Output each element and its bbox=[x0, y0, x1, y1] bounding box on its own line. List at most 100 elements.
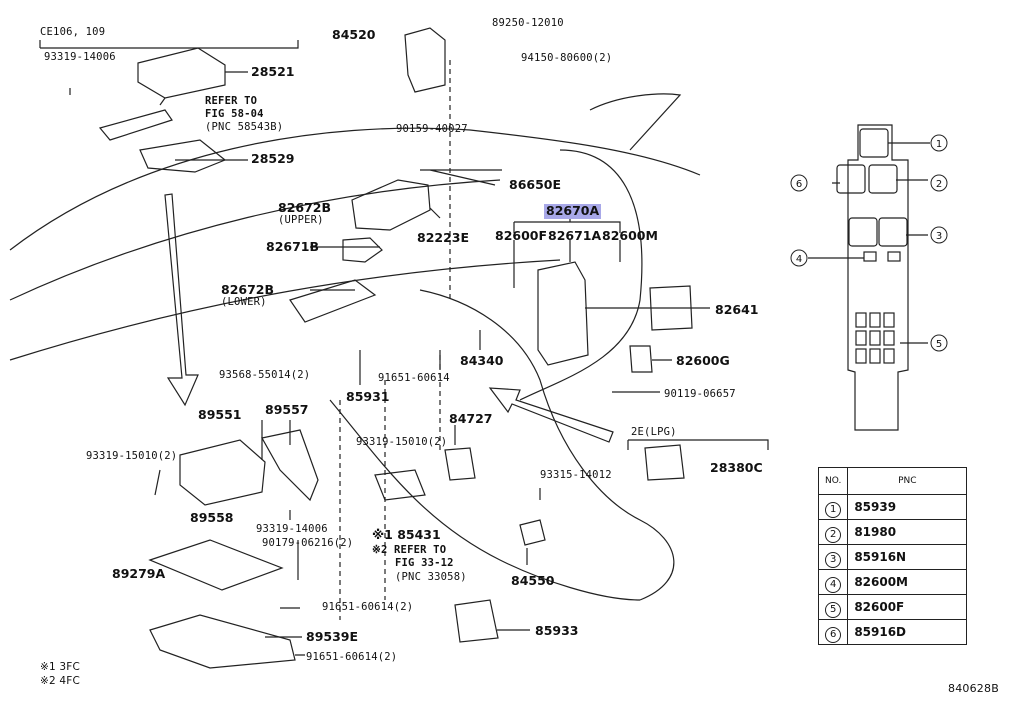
callout-89250-12010: 89250-12010 bbox=[492, 17, 564, 29]
dash-outline-low bbox=[9, 259, 561, 361]
table-row: 1 85939 bbox=[817, 494, 968, 520]
callout-91651-60614-a: 91651-60614(2) bbox=[322, 601, 414, 613]
col-pnc-header: PNC bbox=[847, 467, 968, 495]
windshield-line bbox=[589, 93, 682, 151]
col-no-header: NO. bbox=[817, 467, 849, 495]
callout-89279a: 89279A bbox=[112, 566, 166, 581]
callout-90119-06657: 90119-06657 bbox=[664, 388, 736, 400]
callout-28521: 28521 bbox=[251, 64, 295, 79]
callout-84520: 84520 bbox=[332, 27, 376, 42]
label-2e-lpg: 2E(LPG) bbox=[631, 426, 677, 438]
row-pnc: 81980 bbox=[847, 519, 968, 545]
dash-outline-top bbox=[9, 127, 701, 251]
part-89539e-sketch bbox=[149, 614, 296, 669]
callout-93319-14006-bottom: 93319-14006 bbox=[256, 523, 328, 535]
callout-85431: ※1 85431 bbox=[372, 527, 441, 542]
relay-block-outline bbox=[847, 124, 909, 431]
row-no: 3 bbox=[825, 551, 842, 568]
marker-6: 6 bbox=[796, 179, 802, 190]
flow-arrow-right bbox=[488, 387, 614, 443]
relay-3b bbox=[878, 217, 908, 247]
fuse-grid bbox=[855, 312, 895, 364]
pnc-table: NO. PNC 1 85939 2 81980 3 85916N 4 82600… bbox=[817, 467, 968, 645]
part-85431-sketch bbox=[374, 469, 426, 501]
row-pnc: 82600M bbox=[847, 569, 968, 595]
row-pnc: 82600F bbox=[847, 594, 968, 620]
relay-1 bbox=[859, 128, 889, 158]
callout-82223e: 82223E bbox=[417, 230, 470, 245]
dash-outline-mid bbox=[9, 179, 501, 301]
callout-85933: 85933 bbox=[535, 623, 579, 638]
label-lower: (LOWER) bbox=[221, 296, 267, 308]
row-no: 5 bbox=[825, 601, 842, 618]
pnc-table-header: NO. PNC bbox=[817, 467, 968, 495]
lpg-bracket bbox=[627, 439, 769, 450]
row-pnc: 85916N bbox=[847, 544, 968, 570]
callout-82600m: 82600M bbox=[602, 228, 658, 243]
relay-4b bbox=[887, 251, 901, 262]
row-no: 1 bbox=[825, 501, 842, 518]
callout-28380c: 28380C bbox=[710, 460, 763, 475]
refer-pnc-label-2: (PNC 33058) bbox=[395, 571, 467, 583]
figure-id: 840628B bbox=[948, 682, 999, 695]
footnote-2: ※2 4FC bbox=[40, 675, 81, 687]
callout-91651-60614-mid: 91651-60614 bbox=[378, 372, 450, 384]
relay-6 bbox=[836, 164, 866, 194]
marker-1: 1 bbox=[936, 139, 942, 150]
marker-6-circle bbox=[790, 174, 808, 192]
part-84520-sketch bbox=[404, 27, 446, 93]
callout-93319-15010-right: 93319-15010(2) bbox=[356, 436, 448, 448]
glovebox-line bbox=[519, 149, 643, 401]
part-28521-sketch bbox=[137, 47, 226, 99]
callout-89557: 89557 bbox=[265, 402, 309, 417]
table-row: 4 82600M bbox=[817, 569, 968, 595]
relay-2 bbox=[868, 164, 898, 194]
part-82672-lower-sketch bbox=[289, 279, 377, 323]
row-no: 4 bbox=[825, 576, 842, 593]
refer-pnc-label: (PNC 58543B) bbox=[205, 121, 284, 133]
table-row: 2 81980 bbox=[817, 519, 968, 545]
callout-91651-60614-b: 91651-60614(2) bbox=[306, 651, 398, 663]
table-row: 3 85916N bbox=[817, 544, 968, 570]
callout-82670a: 82670A bbox=[544, 203, 602, 219]
refer-to-label: REFER TO bbox=[205, 95, 258, 107]
vehicle-code-label: CE106, 109 bbox=[40, 26, 106, 38]
callout-84727: 84727 bbox=[449, 411, 493, 426]
part-89551-sketch bbox=[179, 439, 266, 506]
callout-85931: 85931 bbox=[346, 389, 390, 404]
callout-90179-06216: 90179-06216(2) bbox=[262, 537, 354, 549]
marker-3: 3 bbox=[936, 231, 942, 242]
refer-fig-label: FIG 58-04 bbox=[205, 108, 264, 120]
part-84550-sketch bbox=[519, 519, 546, 546]
callout-82672b-lower: 82672B bbox=[221, 282, 275, 297]
flow-arrow-left bbox=[164, 193, 199, 407]
label-upper: (UPPER) bbox=[278, 214, 324, 226]
part-85933-sketch bbox=[454, 599, 499, 643]
relay-3a bbox=[848, 217, 878, 247]
callout-82671a: 82671A bbox=[548, 228, 602, 243]
dashed-guides bbox=[339, 60, 451, 620]
table-row: 5 82600F bbox=[817, 594, 968, 620]
marker-1-circle bbox=[930, 134, 948, 152]
marker-3-circle bbox=[930, 226, 948, 244]
callout-28529: 28529 bbox=[251, 151, 295, 166]
part-28529-sketch bbox=[139, 139, 227, 173]
callout-84340: 84340 bbox=[460, 353, 504, 368]
callout-89551: 89551 bbox=[198, 407, 242, 422]
footnote-1: ※1 3FC bbox=[40, 661, 81, 673]
callout-82672b-upper: 82672B bbox=[278, 200, 332, 215]
callout-93319-15010-left: 93319-15010(2) bbox=[86, 450, 178, 462]
marker-2-circle bbox=[930, 174, 948, 192]
refer-to-label-2: ※2 REFER TO bbox=[372, 544, 447, 556]
callout-84550: 84550 bbox=[511, 573, 555, 588]
part-82672-upper-sketch bbox=[351, 179, 431, 231]
console-line bbox=[419, 289, 675, 601]
row-pnc: 85939 bbox=[847, 494, 968, 520]
row-no: 2 bbox=[825, 526, 842, 543]
part-82600g-sketch bbox=[629, 345, 653, 373]
callout-94150-80600: 94150-80600(2) bbox=[521, 52, 613, 64]
callout-93315-14012: 93315-14012 bbox=[540, 469, 612, 481]
callout-82641: 82641 bbox=[715, 302, 759, 317]
callout-90159-40027: 90159-40027 bbox=[396, 123, 468, 135]
